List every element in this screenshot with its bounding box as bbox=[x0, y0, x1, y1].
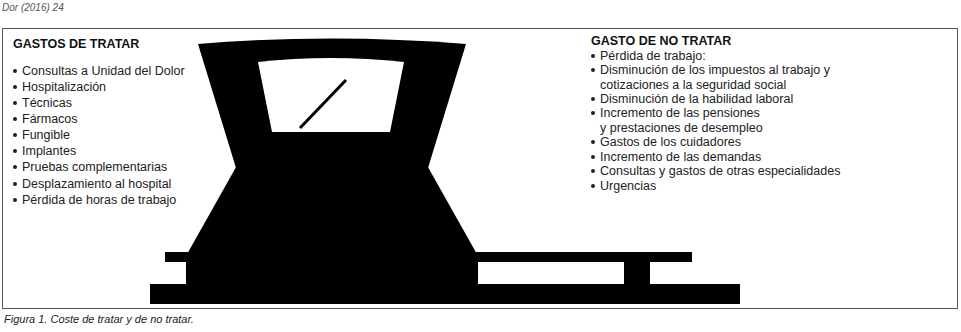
figure-frame: GASTOS DE TRATAR Consultas a Unidad del D… bbox=[2, 28, 958, 309]
list-item: Desplazamiento al hospital bbox=[13, 177, 313, 192]
scale-needle bbox=[300, 80, 346, 128]
list-item: Fármacos bbox=[13, 112, 313, 127]
scale-pedestal bbox=[186, 256, 478, 286]
scale-dial bbox=[258, 58, 404, 132]
figure-caption: Figura 1. Coste de tratar y de no tratar… bbox=[4, 313, 194, 325]
list-item: Urgencias bbox=[591, 179, 951, 194]
scale-body bbox=[186, 160, 478, 256]
list-item: Pérdida de horas de trabajo bbox=[13, 193, 313, 208]
list-item: Disminución de los impuestos al trabajo … bbox=[591, 63, 835, 92]
running-header: Dor (2016) 24 bbox=[2, 2, 64, 13]
list-item: Fungible bbox=[13, 128, 313, 143]
column-heading: GASTOS DE TRATAR bbox=[13, 37, 313, 52]
list-item: Incremento de las demandas bbox=[591, 150, 951, 165]
list-item: Consultas y gastos de otras especialidad… bbox=[591, 164, 951, 179]
scale-base bbox=[150, 284, 740, 304]
list-item: Técnicas bbox=[13, 96, 313, 111]
list-item: Implantes bbox=[13, 144, 313, 159]
list-item: Consultas a Unidad del Dolor bbox=[13, 64, 313, 79]
right-pan bbox=[460, 252, 692, 262]
scale-head bbox=[198, 39, 466, 169]
column-heading: GASTO DE NO TRATAR bbox=[591, 34, 891, 49]
list-item: Hospitalización bbox=[13, 80, 313, 95]
right-foot bbox=[624, 262, 650, 286]
list-item: Incremento de las pensiones y prestacion… bbox=[591, 106, 767, 135]
list-item: Pérdida de trabajo: bbox=[591, 49, 951, 64]
list-item: Disminución de la habilidad laboral bbox=[591, 92, 951, 107]
list-item: Gastos de los cuidadores bbox=[591, 135, 951, 150]
list-item: Pruebas complementarias bbox=[13, 160, 313, 175]
